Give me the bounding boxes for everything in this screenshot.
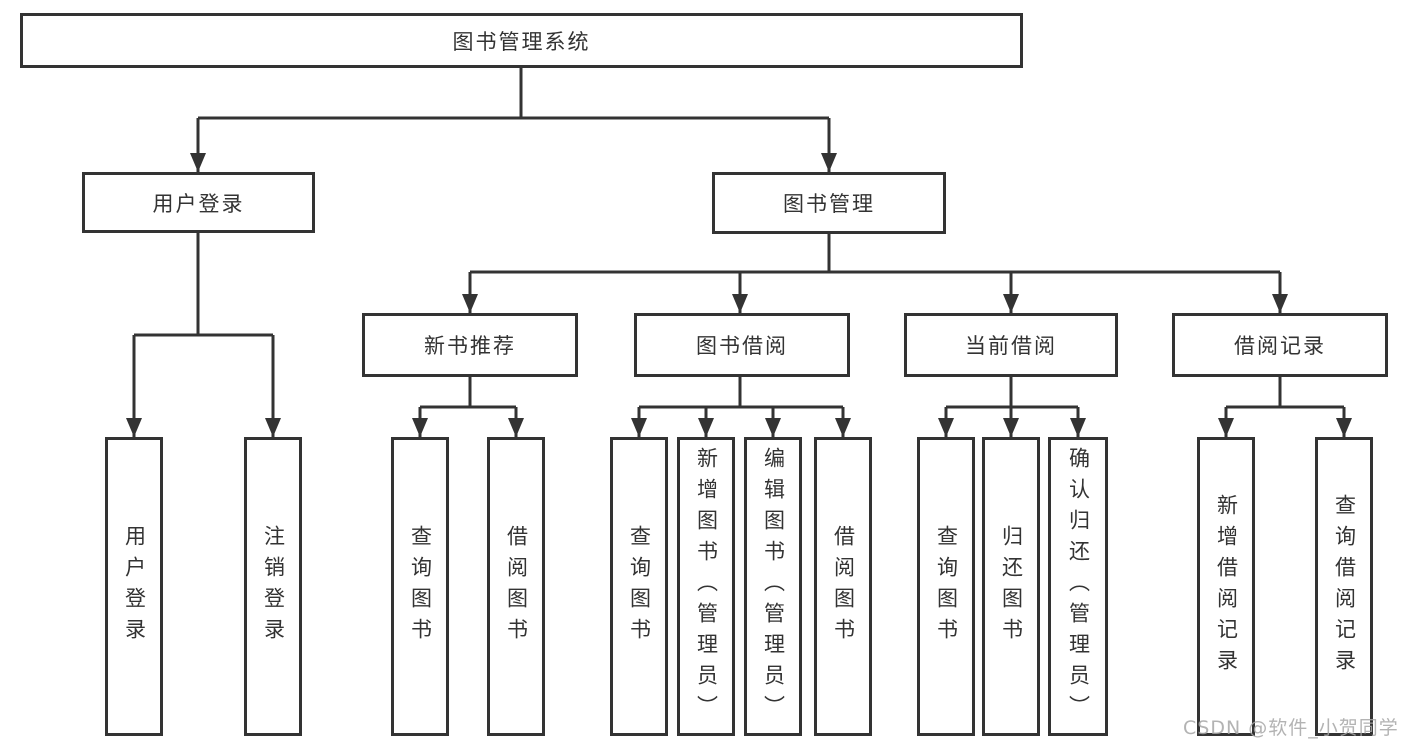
node-label: 新增图书（管理员） [694, 447, 719, 726]
node-label: 归还图书 [999, 524, 1024, 649]
node-label: 图书管理 [783, 192, 875, 216]
node-label: 编辑图书（管理员） [761, 447, 786, 726]
node-label: 当前借阅 [965, 334, 1057, 358]
node-label: 图书借阅 [696, 334, 788, 358]
node-label: 新增借阅记录 [1214, 493, 1239, 680]
leaf-query-books-3: 查询图书 [917, 437, 975, 736]
node-label: 借阅图书 [831, 524, 856, 649]
node-borrowing-records: 借阅记录 [1172, 313, 1388, 377]
leaf-borrow-books-2: 借阅图书 [814, 437, 872, 736]
node-user-login: 用户登录 [82, 172, 315, 233]
node-label: 查询图书 [627, 524, 652, 649]
node-label: 借阅图书 [504, 524, 529, 649]
node-label: 新书推荐 [424, 334, 516, 358]
leaf-edit-books-admin: 编辑图书（管理员） [744, 437, 802, 736]
leaf-query-books-2: 查询图书 [610, 437, 668, 736]
leaf-confirm-return-admin: 确认归还（管理员） [1048, 437, 1108, 736]
connector-lines [134, 68, 1344, 409]
node-new-book-recommendation: 新书推荐 [362, 313, 578, 377]
node-library-management-system: 图书管理系统 [20, 13, 1023, 68]
node-label: 图书管理系统 [452, 29, 591, 54]
leaf-return-books: 归还图书 [982, 437, 1040, 736]
node-label: 借阅记录 [1234, 334, 1326, 358]
node-label: 确认归还（管理员） [1066, 447, 1091, 726]
node-book-borrowing: 图书借阅 [634, 313, 850, 377]
leaf-user-login: 用户登录 [105, 437, 163, 736]
node-label: 注销登录 [261, 524, 286, 649]
node-book-management: 图书管理 [712, 172, 946, 234]
node-label: 查询借阅记录 [1332, 493, 1357, 680]
leaf-query-books-1: 查询图书 [391, 437, 449, 736]
node-label: 查询图书 [934, 524, 959, 649]
leaf-query-borrow-record: 查询借阅记录 [1315, 437, 1373, 736]
leaf-add-borrow-record: 新增借阅记录 [1197, 437, 1255, 736]
leaf-logout-login: 注销登录 [244, 437, 302, 736]
node-label: 用户登录 [122, 524, 147, 649]
node-current-borrowing: 当前借阅 [904, 313, 1118, 377]
csdn-watermark: CSDN @软件_小贺同学 [1183, 717, 1399, 739]
node-label: 查询图书 [408, 524, 433, 649]
leaf-borrow-books-1: 借阅图书 [487, 437, 545, 736]
node-label: 用户登录 [152, 191, 245, 216]
leaf-add-books-admin: 新增图书（管理员） [677, 437, 735, 736]
